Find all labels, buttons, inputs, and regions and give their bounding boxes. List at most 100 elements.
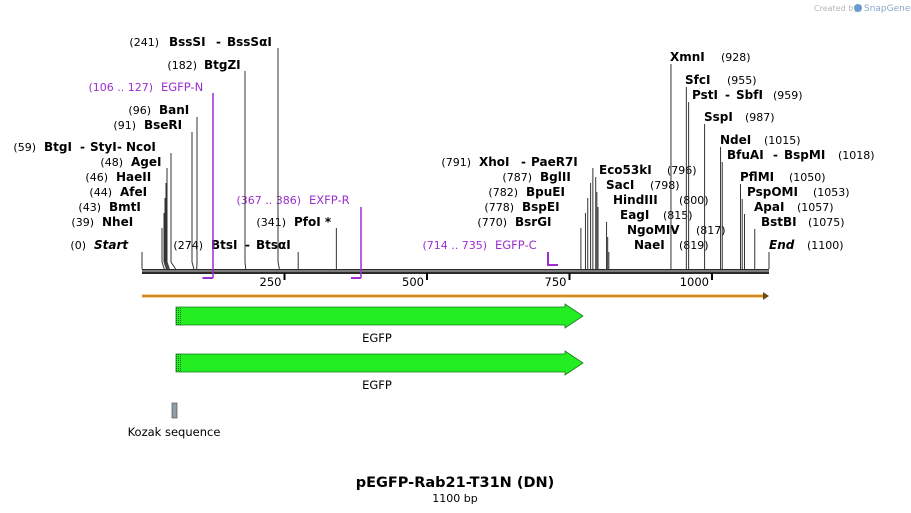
site-position: (44) bbox=[89, 186, 112, 199]
primer-label[interactable]: EXFP-R bbox=[309, 193, 350, 207]
enzyme-label[interactable]: BssSI bbox=[169, 35, 206, 49]
site-leader bbox=[170, 261, 177, 270]
site-position: (782) bbox=[488, 186, 518, 199]
enzyme-label[interactable]: SbfI bbox=[736, 88, 763, 102]
enzyme-label[interactable]: HindIII bbox=[613, 193, 658, 207]
site-position: (955) bbox=[727, 74, 757, 87]
enzyme-separator: - bbox=[117, 140, 122, 154]
feature-arrow[interactable] bbox=[175, 350, 584, 376]
site-position: (182) bbox=[167, 59, 197, 72]
enzyme-label[interactable]: BfuAI bbox=[727, 148, 764, 162]
enzyme-label[interactable]: BseRI bbox=[144, 118, 182, 132]
site-position: (1057) bbox=[797, 201, 834, 214]
enzyme-label[interactable]: NdeI bbox=[720, 133, 751, 147]
primer-label[interactable]: EGFP-C bbox=[495, 238, 537, 252]
enzyme-label[interactable]: AgeI bbox=[131, 155, 161, 169]
enzyme-label[interactable]: BpuEI bbox=[526, 185, 565, 199]
plasmid-length: 1100 bp bbox=[432, 492, 477, 505]
enzyme-label[interactable]: BssSαI bbox=[227, 35, 272, 49]
site-position: (48) bbox=[100, 156, 123, 169]
enzyme-label[interactable]: BstBI bbox=[761, 215, 797, 229]
primer-position: (106 .. 127) bbox=[88, 81, 153, 94]
enzyme-separator: - bbox=[80, 140, 85, 154]
site-leader bbox=[191, 261, 195, 270]
enzyme-label[interactable]: HaeII bbox=[116, 170, 151, 184]
ruler-tick-label: 500 bbox=[402, 275, 424, 289]
enzyme-label[interactable]: BtgI bbox=[44, 140, 72, 154]
site-position: (987) bbox=[745, 111, 775, 124]
enzyme-label[interactable]: BsrGI bbox=[515, 215, 552, 229]
site-position: (815) bbox=[663, 209, 693, 222]
middle-enzyme-labels: (791) XhoI - PaeR7I (787) BglII (782) Bp… bbox=[441, 155, 577, 229]
site-position: (91) bbox=[113, 119, 136, 132]
enzyme-label[interactable]: SacI bbox=[606, 178, 634, 192]
site-leader bbox=[161, 261, 165, 270]
enzyme-label[interactable]: BtgZI bbox=[204, 58, 241, 72]
site-position: (928) bbox=[721, 51, 751, 64]
created-by-text: Created by bbox=[814, 4, 858, 13]
enzyme-label[interactable]: PaeR7I bbox=[531, 155, 578, 169]
enzyme-separator: - bbox=[725, 88, 730, 102]
site-position: (43) bbox=[78, 201, 101, 214]
enzyme-label[interactable]: SspI bbox=[704, 110, 733, 124]
site-leader bbox=[165, 261, 169, 270]
site-position: (798) bbox=[650, 179, 680, 192]
feature-label: EGFP bbox=[362, 378, 392, 392]
site-position: (1050) bbox=[789, 171, 826, 184]
plasmid-title: pEGFP-Rab21-T31N (DN) bbox=[356, 475, 555, 491]
site-leader bbox=[164, 261, 168, 270]
end-label: End bbox=[769, 238, 795, 252]
left-enzyme-labels: (241) BssSI - BssSαI (182) BtgZI (96) Ba… bbox=[13, 35, 331, 252]
enzyme-label[interactable]: BmtI bbox=[109, 200, 141, 214]
enzyme-separator: - bbox=[773, 148, 778, 162]
site-position: (787) bbox=[502, 171, 532, 184]
enzyme-separator: - bbox=[216, 35, 221, 49]
enzyme-label[interactable]: BspEI bbox=[522, 200, 560, 214]
enzyme-label[interactable]: PflMI bbox=[740, 170, 774, 184]
enzyme-label[interactable]: XhoI bbox=[479, 155, 510, 169]
enzyme-label[interactable]: StyI bbox=[90, 140, 117, 154]
enzyme-label[interactable]: NheI bbox=[102, 215, 133, 229]
site-position: (817) bbox=[696, 224, 726, 237]
enzyme-label[interactable]: BglII bbox=[540, 170, 571, 184]
site-position: (1075) bbox=[808, 216, 845, 229]
primer-position: (714 .. 735) bbox=[422, 239, 487, 252]
kozak-feature[interactable] bbox=[171, 402, 178, 419]
primer-mark[interactable] bbox=[547, 252, 558, 266]
enzyme-label[interactable]: NcoI bbox=[126, 140, 156, 154]
primer-label[interactable]: EGFP-N bbox=[161, 80, 203, 94]
enzyme-label[interactable]: EagI bbox=[620, 208, 649, 222]
enzyme-label[interactable]: PspOMI bbox=[747, 185, 798, 199]
site-position: (959) bbox=[773, 89, 803, 102]
enzyme-label[interactable]: SfcI bbox=[685, 73, 710, 87]
enzyme-label[interactable]: BspMI bbox=[784, 148, 825, 162]
start-label: Start bbox=[94, 238, 129, 252]
enzyme-label[interactable]: NgoMIV bbox=[627, 223, 680, 237]
site-leader bbox=[166, 261, 170, 270]
enzyme-label[interactable]: NaeI bbox=[634, 238, 665, 252]
feature-label: Kozak sequence bbox=[128, 425, 221, 439]
enzyme-separator: - bbox=[245, 238, 250, 252]
feature-track bbox=[171, 303, 584, 419]
enzyme-label[interactable]: PfoI * bbox=[294, 215, 332, 229]
right-enzyme-labels: XmnI (928) SfcI (955) PstI - SbfI (959) … bbox=[599, 50, 875, 252]
site-position: (274) bbox=[173, 239, 203, 252]
site-position: (96) bbox=[128, 104, 151, 117]
site-position: (46) bbox=[85, 171, 108, 184]
snapgene-brand: SnapGene bbox=[864, 4, 911, 14]
enzyme-label[interactable]: BtsαI bbox=[256, 238, 291, 252]
enzyme-label[interactable]: BanI bbox=[159, 103, 189, 117]
end-position: (1100) bbox=[807, 239, 844, 252]
enzyme-label[interactable]: ApaI bbox=[754, 200, 784, 214]
site-leader-lines bbox=[141, 48, 770, 270]
enzyme-label[interactable]: PstI bbox=[692, 88, 718, 102]
enzyme-label[interactable]: XmnI bbox=[670, 50, 705, 64]
enzyme-label[interactable]: AfeI bbox=[120, 185, 147, 199]
enzyme-label[interactable]: Eco53kI bbox=[599, 163, 652, 177]
feature-arrow[interactable] bbox=[175, 303, 584, 329]
feature-start-hatch bbox=[176, 307, 182, 325]
enzyme-label[interactable]: BtsI bbox=[211, 238, 238, 252]
site-position: (770) bbox=[477, 216, 507, 229]
site-position: (791) bbox=[441, 156, 471, 169]
